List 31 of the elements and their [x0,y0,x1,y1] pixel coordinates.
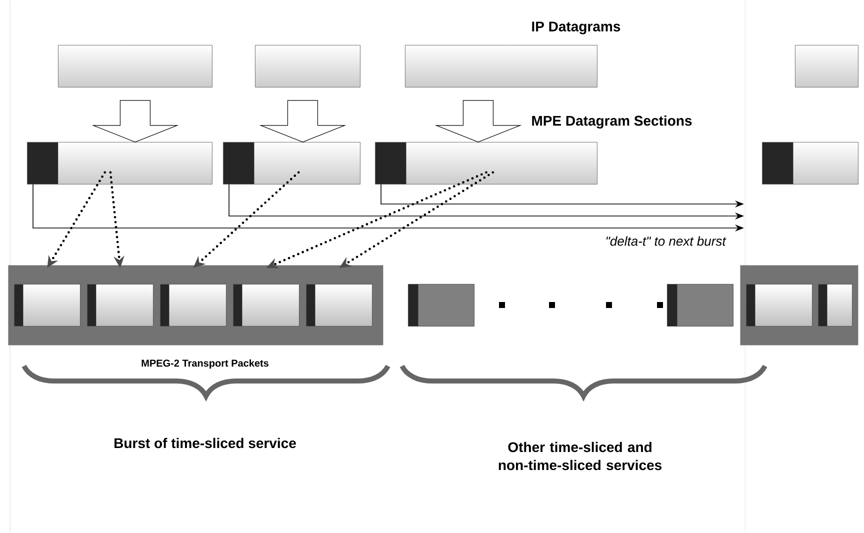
edge-label: "delta-t" to next burst [606,236,726,246]
packet-box [160,284,226,326]
packet-box [87,284,154,326]
arrow [193,171,300,268]
section-box [375,142,598,184]
caption: Burst of time-sliced service [114,438,296,448]
caption: MPEG-2 Transport Packets [142,359,268,369]
packet-box [14,284,80,326]
packet-box [746,284,812,326]
heading: IP Datagrams [532,22,620,34]
block-arrow [434,100,522,142]
packet-box [233,284,300,326]
section-box [27,142,212,184]
heading: MPE Datagram Sections [532,115,692,129]
block-arrow [92,100,179,142]
packet-box [818,284,852,326]
packet-box [306,284,372,326]
section-box [223,142,360,184]
caption: Other time-sliced and non-time-sliced services [498,442,662,470]
packet-box [667,284,734,326]
datagram-box [58,45,212,88]
section-box [762,142,858,184]
arrow [109,171,124,268]
arrow [266,171,488,268]
arrow [47,171,106,268]
arrow [339,171,494,268]
datagram-box [405,45,598,88]
packet-box [408,284,474,326]
datagram-box [255,45,360,88]
datagram-box [795,45,858,88]
block-arrow [259,100,346,142]
